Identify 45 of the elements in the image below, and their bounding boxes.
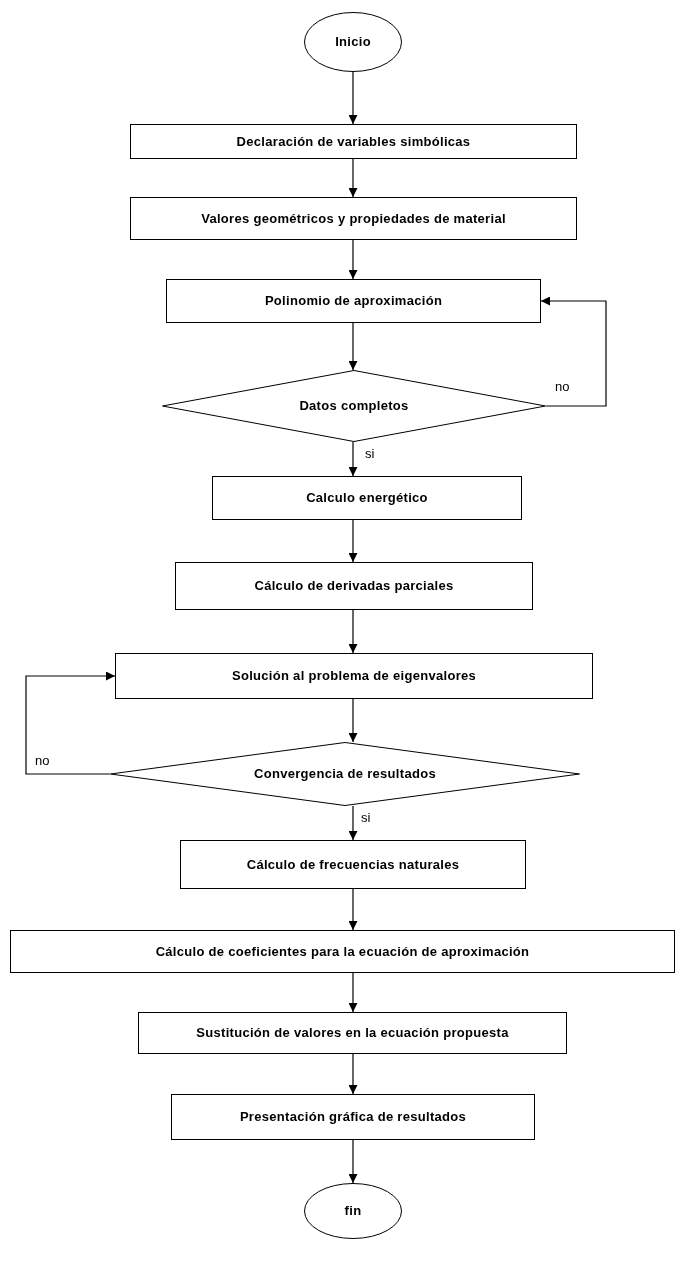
decision-diamond xyxy=(110,742,580,806)
process-box xyxy=(115,653,593,699)
arrow xyxy=(348,441,358,477)
arrow xyxy=(348,158,358,198)
terminal-ellipse xyxy=(304,1183,402,1239)
arrow xyxy=(348,1053,358,1095)
node-label: Convergencia de resultados xyxy=(254,765,436,784)
node-label: fin xyxy=(344,1202,362,1221)
arrow xyxy=(540,296,607,407)
arrow xyxy=(348,609,358,654)
arrow xyxy=(348,698,358,743)
arrow xyxy=(25,671,116,775)
terminal-ellipse xyxy=(304,12,402,72)
arrow xyxy=(348,1139,358,1184)
arrow xyxy=(348,519,358,563)
arrow xyxy=(348,805,358,841)
edge-label: si xyxy=(364,447,376,460)
node-label: Polinomio de aproximación xyxy=(264,292,443,311)
process-box xyxy=(171,1094,535,1140)
process-box xyxy=(180,840,526,889)
process-box xyxy=(10,930,675,973)
process-box xyxy=(130,124,577,159)
edge-label: si xyxy=(360,811,372,824)
node-label: Calculo energético xyxy=(306,489,428,508)
arrow xyxy=(348,888,358,931)
process-box xyxy=(166,279,541,323)
node-label: Datos completos xyxy=(299,397,409,416)
arrow xyxy=(348,71,358,125)
node-label: Declaración de variables simbólicas xyxy=(236,132,471,151)
node-label: Inicio xyxy=(335,33,371,52)
node-label: Presentación gráfica de resultados xyxy=(239,1108,467,1127)
arrow xyxy=(348,239,358,280)
node-label: Cálculo de derivadas parciales xyxy=(254,577,454,596)
node-label: Sustitución de valores en la ecuación propuesta xyxy=(196,1024,509,1043)
node-label: Valores geométricos y propiedades de material xyxy=(201,209,506,228)
decision-diamond xyxy=(162,370,546,442)
node-label: Cálculo de coeficientes para la ecuación de aproximación xyxy=(155,942,530,961)
process-box xyxy=(138,1012,567,1054)
arrow xyxy=(348,972,358,1013)
process-box xyxy=(175,562,533,610)
process-box xyxy=(130,197,577,240)
process-box xyxy=(212,476,522,520)
arrow xyxy=(348,322,358,371)
node-label: Cálculo de frecuencias naturales xyxy=(246,855,460,874)
node-label: Solución al problema de eigenvalores xyxy=(231,667,477,686)
